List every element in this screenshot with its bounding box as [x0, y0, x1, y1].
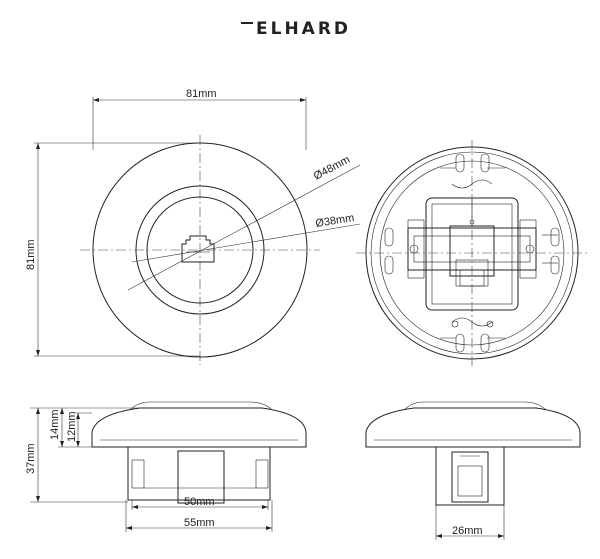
back-view	[356, 140, 588, 368]
brand-name: ELHARD	[256, 19, 351, 39]
width-55-label: 55mm	[184, 517, 215, 529]
left-height-label: 81mm	[25, 239, 37, 270]
height-12-label: 12mm	[66, 411, 78, 442]
side-view: 37mm 14mm 12mm 50mm 55mm	[25, 401, 307, 532]
width-50-label: 50mm	[184, 496, 215, 508]
height-14-label: 14mm	[49, 409, 61, 440]
side-view-2: 26mm	[365, 401, 581, 540]
inner-diameter-label: Ø38mm	[315, 212, 356, 230]
front-view: 81mm 81mm Ø48mm Ø38mm	[25, 88, 361, 365]
total-height-label: 37mm	[25, 443, 37, 474]
brand-logo: ELHARD	[241, 19, 351, 39]
outer-diameter-label: Ø48mm	[312, 154, 352, 183]
width-26-label: 26mm	[452, 525, 483, 537]
rj45-port-icon	[181, 235, 215, 263]
top-width-label: 81mm	[186, 88, 217, 100]
